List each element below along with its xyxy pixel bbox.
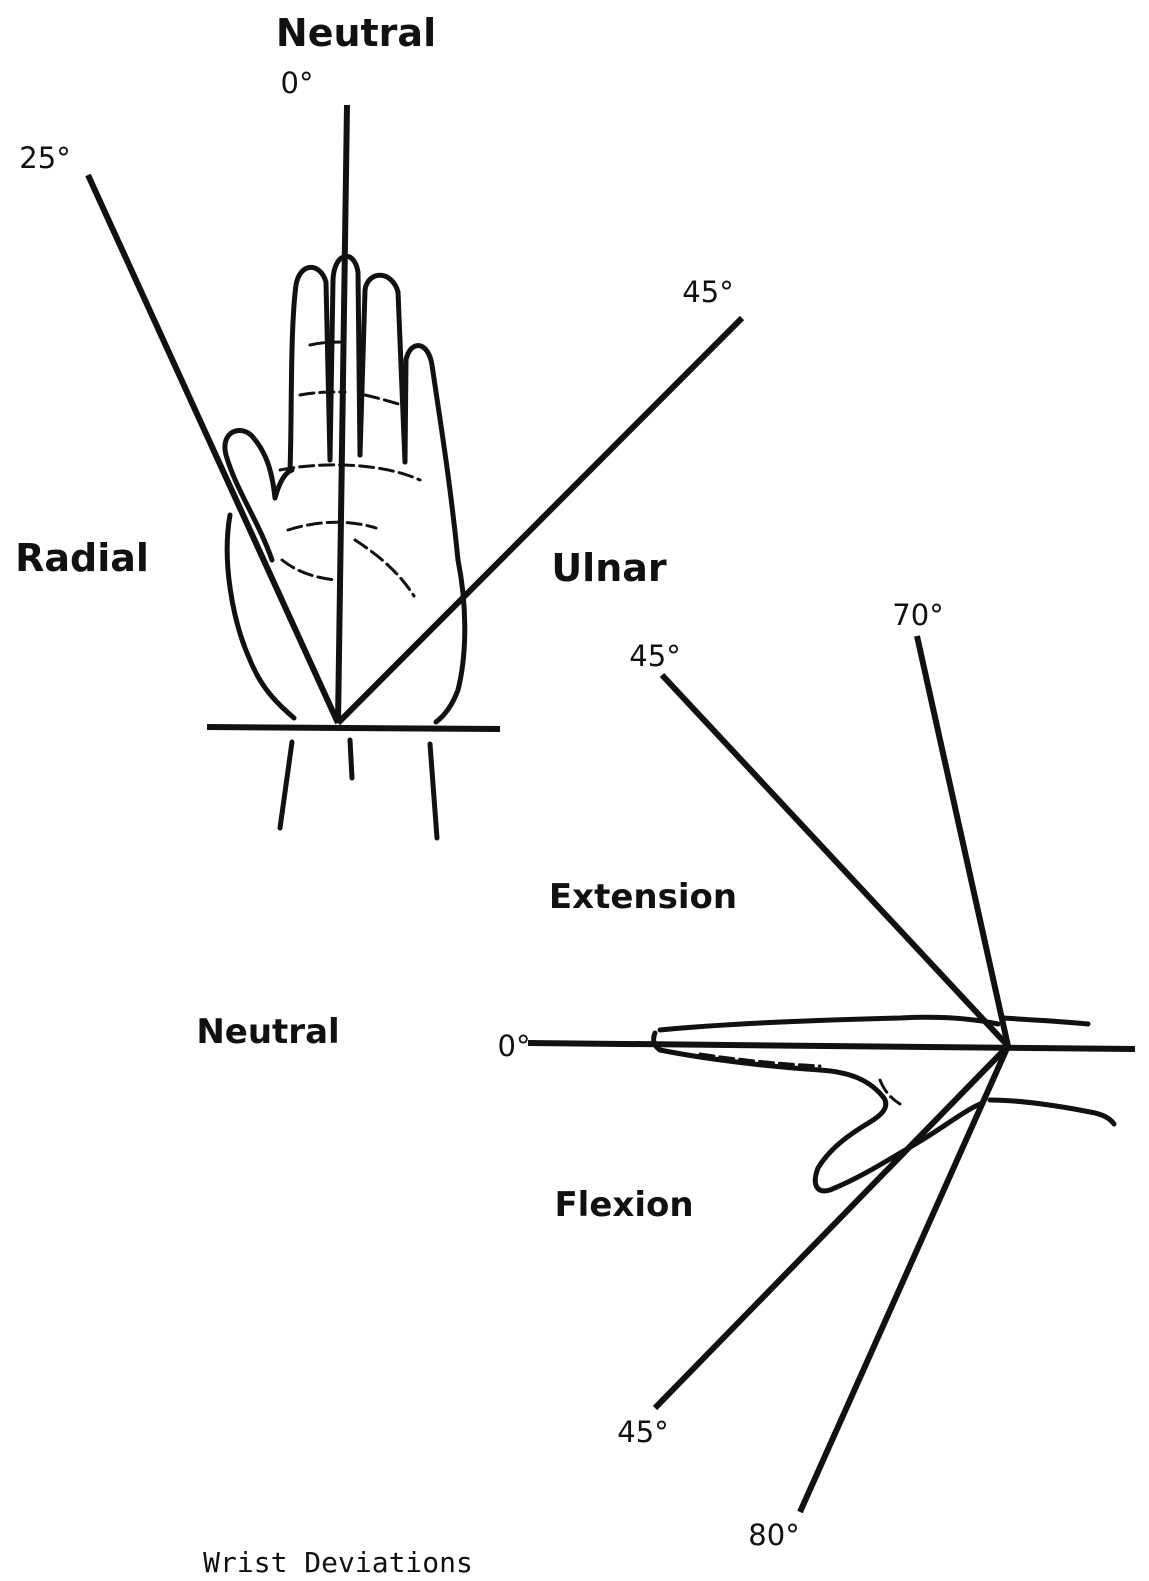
radial-label: Radial bbox=[15, 536, 149, 580]
flex-ext-figure: Extension Neutral Flexion 0° 45° 70° 45°… bbox=[196, 598, 1135, 1552]
neutral-axis-line bbox=[338, 105, 347, 723]
wrist-baseline bbox=[207, 727, 500, 729]
flexion-45-angle: 45° bbox=[617, 1415, 668, 1449]
neutral-angle-label: 0° bbox=[281, 66, 314, 100]
extension-45-angle: 45° bbox=[629, 639, 680, 673]
flexion-45-line bbox=[655, 1046, 1008, 1408]
flex-ext-baseline bbox=[528, 1043, 1135, 1049]
extension-70-line bbox=[917, 636, 1008, 1046]
flex-ext-neutral-label: Neutral bbox=[196, 1012, 339, 1052]
radial-angle-label: 25° bbox=[19, 141, 70, 175]
flexion-80-line bbox=[800, 1046, 1008, 1512]
flex-ext-neutral-angle: 0° bbox=[498, 1029, 531, 1063]
deviation-figure: Neutral 0° 25° 45° Radial Ulnar bbox=[15, 11, 742, 838]
flexion-label: Flexion bbox=[554, 1185, 693, 1225]
figure-caption: Wrist Deviations bbox=[203, 1546, 473, 1579]
extension-45-line bbox=[662, 675, 1008, 1046]
extension-70-angle: 70° bbox=[892, 598, 943, 632]
flexion-80-angle: 80° bbox=[748, 1518, 799, 1552]
ulnar-angle-label: 45° bbox=[682, 275, 733, 309]
ulnar-deviation-line bbox=[338, 318, 742, 723]
extension-label: Extension bbox=[549, 877, 737, 917]
ulnar-label: Ulnar bbox=[551, 546, 667, 590]
deviation-top-label: Neutral bbox=[276, 11, 436, 55]
radial-deviation-line bbox=[88, 175, 338, 723]
